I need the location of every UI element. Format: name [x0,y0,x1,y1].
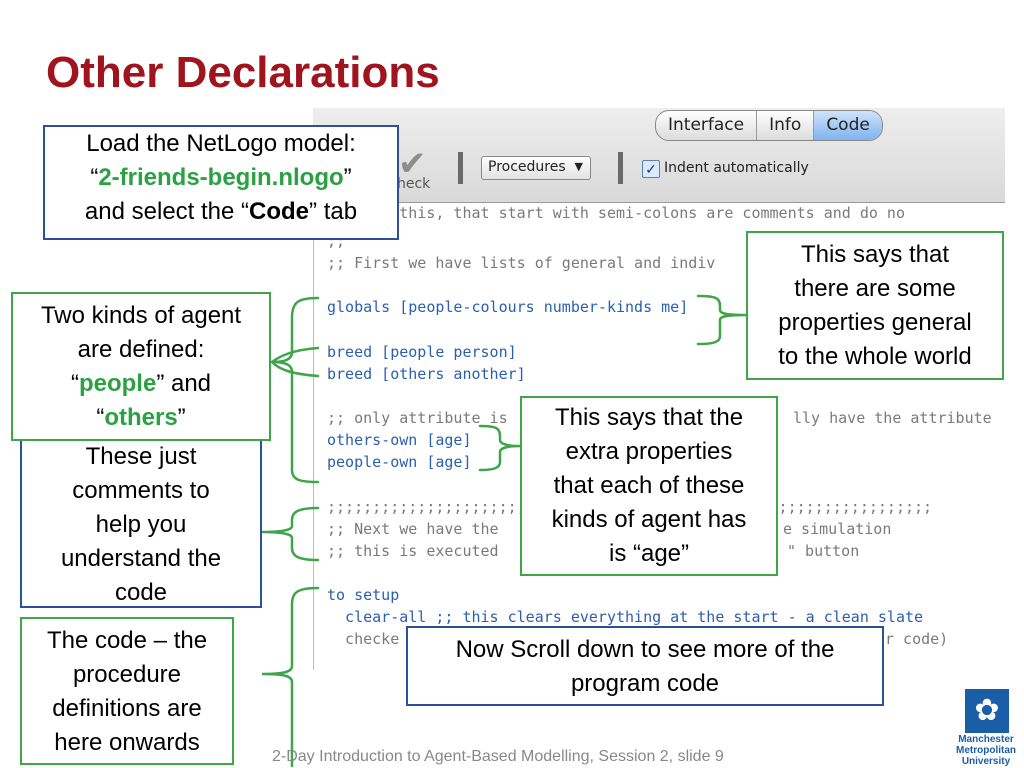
callout-comments-line2: comments to [72,477,210,504]
callout-age-line5: is “age” [608,540,690,567]
code-line-fragment: e simulation [783,520,892,538]
callout-age-line4: kinds of agent has [551,506,747,533]
code-line: others-own [age] [327,431,472,449]
callout-globals-line4: to the whole world [778,343,972,370]
callout-age-line2: extra properties [565,438,733,465]
callout-comments-line3: help you [95,511,187,538]
bracket-agents-arrow [270,346,320,378]
code-line: globals [people-colours number-kinds me] [327,298,689,316]
toolbar-separator [618,152,623,184]
callout-agent-kinds: Two kinds of agent are defined: “people”… [11,292,271,441]
university-logo-icon: ✿ [965,689,1009,733]
callout-procedures-line3: definitions are [52,695,202,722]
indent-checkbox-label: Indent automatically [664,160,809,176]
bracket-agents [271,296,320,484]
code-editor[interactable]: ;; like this, that start with semi-colon… [313,202,1005,670]
model-filename: 2-friends-begin.nlogo [98,164,344,191]
breed-people: people [78,370,157,397]
procedures-dropdown-label: Procedures [488,159,566,175]
callout-scroll-line2: program code [570,670,720,697]
tab-code[interactable]: Code [814,111,882,140]
callout-globals: This says that there are some properties… [746,231,1004,380]
code-line: to setup [327,586,400,604]
callout-agents-line3: “people” and [70,370,212,397]
callout-agents-line1: Two kinds of agent [40,302,242,329]
callout-comments-line4: understand the [60,545,222,572]
code-line: ;; this is executed [327,542,499,560]
callout-procedures-line1: The code – the [46,627,208,654]
callout-agents-line4: “others” [96,404,186,431]
callout-procedures: The code – the procedure definitions are… [20,617,234,765]
code-line: ;; Next we have the [327,520,499,538]
callout-age-attribute: This says that the extra properties that… [520,396,778,576]
tab-interface[interactable]: Interface [656,111,758,140]
check-button-label: heck [397,176,431,192]
check-icon[interactable]: ✔ [398,145,427,183]
breed-others: others [104,404,178,431]
code-tab-name: Code [249,198,310,225]
callout-agents-line2: are defined: [77,336,205,363]
callout-procedures-line4: here onwards [54,729,200,756]
callout-age-line3: that each of these [553,472,745,499]
callout-comments-line1: These just [85,443,197,470]
callout-load-line3: and select the “Code” tab [84,198,358,225]
university-name: Manchester Metropolitan University [956,734,1016,767]
netlogo-tab-bar: Interface Info Code [655,110,883,141]
code-line: ;; only attribute is [327,409,508,427]
code-line-fragment: lly have the attribute [793,409,992,427]
bracket-procedures [261,586,320,768]
callout-comments-line5: code [114,579,168,606]
code-line-fragment: " button [787,542,860,560]
code-line: clear-all ;; this clears everything at t… [327,608,924,626]
code-line: breed [people person] [327,343,517,361]
callout-globals-line3: properties general [778,309,972,336]
bracket-comments [261,506,320,562]
netlogo-toolbar: Interface Info Code ✔ heck Procedures ▼ … [313,108,1005,203]
procedures-dropdown[interactable]: Procedures ▼ [481,156,591,180]
code-line-fragment: r code) [885,630,949,648]
callout-scroll-down: Now Scroll down to see more of the progr… [406,626,884,706]
bracket-age [478,424,521,472]
editor-left-border [313,202,314,670]
callout-age-line1: This says that the [554,404,744,431]
code-line: breed [others another] [327,365,526,383]
code-line: ;; First we have lists of general and in… [327,254,716,272]
bracket-globals [696,294,747,346]
callout-load-model: Load the NetLogo model: “2-friends-begin… [43,125,399,240]
callout-load-line1: Load the NetLogo model: [86,130,356,157]
netlogo-code-window: Interface Info Code ✔ heck Procedures ▼ … [313,108,1005,670]
callout-procedures-line2: procedure [72,661,182,688]
slide-title: Other Declarations [46,48,440,97]
callout-load-line2: “2-friends-begin.nlogo” [90,164,352,191]
toolbar-separator [458,152,463,184]
callout-globals-line2: there are some [794,275,956,302]
code-line: checke [327,630,400,648]
code-line: people-own [age] [327,453,472,471]
tab-info[interactable]: Info [757,111,815,140]
callout-comments: These just comments to help you understa… [20,412,262,608]
chevron-down-icon: ▼ [574,160,583,173]
slide-footer: 2-Day Introduction to Agent-Based Modell… [272,748,724,765]
callout-globals-line1: This says that [800,241,950,268]
indent-checkbox[interactable]: ✓ [642,160,660,178]
callout-scroll-line1: Now Scroll down to see more of the [455,636,835,663]
